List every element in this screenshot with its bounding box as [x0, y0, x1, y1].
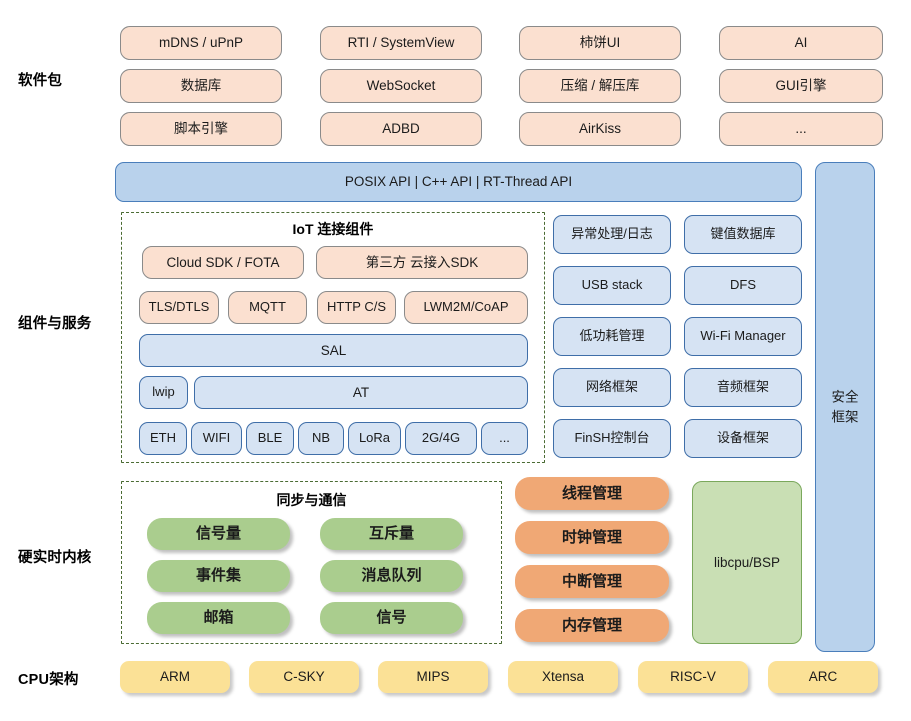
package-box[interactable]: AI [719, 26, 883, 60]
kernel-management-box[interactable]: 内存管理 [515, 609, 669, 642]
package-box[interactable]: ADBD [320, 112, 482, 146]
security-framework-line1: 安全 [831, 389, 859, 405]
lwip-box[interactable]: lwip [139, 376, 188, 409]
package-box[interactable]: 数据库 [120, 69, 282, 103]
iot-protocol-box[interactable]: LWM2M/CoAP [404, 291, 528, 324]
link-box[interactable]: 2G/4G [405, 422, 477, 455]
component-box[interactable]: 网络框架 [553, 368, 671, 407]
package-box[interactable]: AirKiss [519, 112, 681, 146]
security-framework-line2: 框架 [831, 409, 859, 424]
iot-components-frame [121, 212, 545, 463]
kernel-ipc-box[interactable]: 信号 [320, 602, 463, 634]
kernel-management-box[interactable]: 中断管理 [515, 565, 669, 598]
cpu-arch-box[interactable]: Xtensa [508, 661, 618, 693]
iot-protocol-box[interactable]: HTTP C/S [317, 291, 396, 324]
iot-protocol-box[interactable]: TLS/DTLS [139, 291, 219, 324]
package-box[interactable]: RTI / SystemView [320, 26, 482, 60]
row-label-kernel: 硬实时内核 [18, 549, 92, 566]
link-box[interactable]: ETH [139, 422, 187, 455]
component-box[interactable]: Wi-Fi Manager [684, 317, 802, 356]
component-box[interactable]: 音频框架 [684, 368, 802, 407]
at-box[interactable]: AT [194, 376, 528, 409]
kernel-ipc-box[interactable]: 互斥量 [320, 518, 463, 550]
package-box[interactable]: WebSocket [320, 69, 482, 103]
component-box[interactable]: 异常处理/日志 [553, 215, 671, 254]
component-box[interactable]: 键值数据库 [684, 215, 802, 254]
package-box[interactable]: 脚本引擎 [120, 112, 282, 146]
kernel-management-box[interactable]: 时钟管理 [515, 521, 669, 554]
link-box[interactable]: LoRa [348, 422, 401, 455]
cpu-arch-box[interactable]: RISC-V [638, 661, 748, 693]
package-box[interactable]: 柿饼UI [519, 26, 681, 60]
link-box[interactable]: BLE [246, 422, 294, 455]
component-box[interactable]: FinSH控制台 [553, 419, 671, 458]
component-box[interactable]: 低功耗管理 [553, 317, 671, 356]
kernel-ipc-frame [121, 481, 502, 644]
component-box[interactable]: USB stack [553, 266, 671, 305]
sal-box[interactable]: SAL [139, 334, 528, 367]
api-bar[interactable]: POSIX API | C++ API | RT-Thread API [115, 162, 802, 202]
link-box[interactable]: NB [298, 422, 344, 455]
component-box[interactable]: 设备框架 [684, 419, 802, 458]
libcpu-bsp-box[interactable]: libcpu/BSP [692, 481, 802, 644]
kernel-ipc-box[interactable]: 消息队列 [320, 560, 463, 592]
component-box[interactable]: DFS [684, 266, 802, 305]
iot-sdk-box[interactable]: Cloud SDK / FOTA [142, 246, 304, 279]
iot-components-title: IoT 连接组件 [292, 221, 374, 237]
package-box[interactable]: GUI引擎 [719, 69, 883, 103]
kernel-management-box[interactable]: 线程管理 [515, 477, 669, 510]
cpu-arch-box[interactable]: C-SKY [249, 661, 359, 693]
kernel-ipc-box[interactable]: 信号量 [147, 518, 290, 550]
iot-protocol-box[interactable]: MQTT [228, 291, 307, 324]
security-framework-column[interactable]: 安全 框架 [815, 162, 875, 652]
iot-sdk-box[interactable]: 第三方 云接入SDK [316, 246, 528, 279]
cpu-arch-box[interactable]: ARC [768, 661, 878, 693]
kernel-ipc-box[interactable]: 事件集 [147, 560, 290, 592]
package-box[interactable]: 压缩 / 解压库 [519, 69, 681, 103]
cpu-arch-box[interactable]: ARM [120, 661, 230, 693]
cpu-arch-box[interactable]: MIPS [378, 661, 488, 693]
kernel-ipc-title: 同步与通信 [276, 492, 347, 508]
link-box[interactable]: WIFI [191, 422, 242, 455]
row-label-components: 组件与服务 [18, 315, 92, 332]
link-box[interactable]: ... [481, 422, 528, 455]
package-box[interactable]: mDNS / uPnP [120, 26, 282, 60]
kernel-ipc-box[interactable]: 邮箱 [147, 602, 290, 634]
row-label-cpu: CPU架构 [18, 671, 79, 688]
row-label-packages: 软件包 [18, 72, 63, 89]
package-box[interactable]: ... [719, 112, 883, 146]
